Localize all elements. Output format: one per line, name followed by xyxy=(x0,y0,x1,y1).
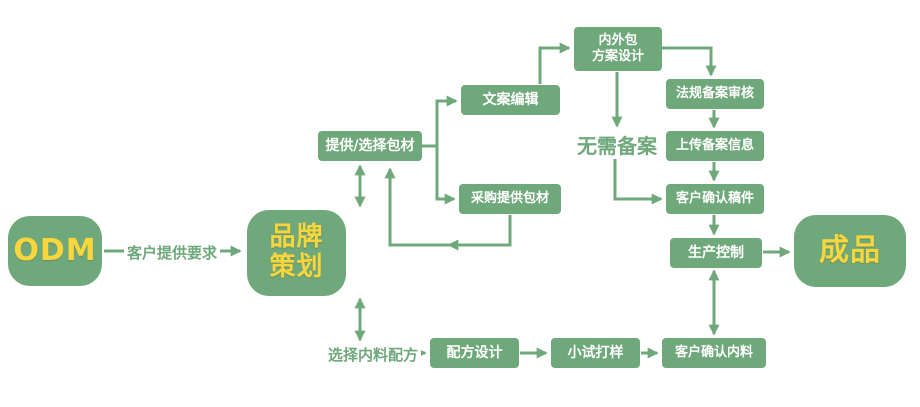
node-copywriting-label: 文案编辑 xyxy=(482,91,539,108)
label-select-formula: 选择内料配方 xyxy=(325,344,422,365)
node-packaging-design-line1: 内外包 xyxy=(598,33,638,49)
node-trial-sample-label: 小试打样 xyxy=(567,344,624,361)
node-formula-design: 配方设计 xyxy=(430,338,519,368)
connector-packaging-to-copywriting xyxy=(422,95,458,148)
node-confirm-material: 客户确认内料 xyxy=(662,338,766,368)
node-confirm-draft: 客户确认稿件 xyxy=(666,184,764,214)
node-packaging-design-line2: 方案设计 xyxy=(591,49,644,64)
connector-design-to-regulatory xyxy=(662,46,717,77)
label-customer-requirements: 客户提供要求 xyxy=(124,242,221,263)
node-packaging-design: 内外包 方案设计 xyxy=(574,27,662,71)
node-upload-filing: 上传备案信息 xyxy=(666,131,764,161)
node-regulatory-review-label: 法规备案审核 xyxy=(675,86,754,102)
node-odm: ODM xyxy=(8,216,102,286)
node-finished-product: 成品 xyxy=(794,215,906,287)
connector-packaging-to-procure xyxy=(435,146,456,205)
connector-nofiling-to-confirmdraft xyxy=(613,156,663,205)
node-finished-product-label: 成品 xyxy=(819,233,881,268)
node-confirm-draft-label: 客户确认稿件 xyxy=(675,191,754,207)
node-production-control: 生产控制 xyxy=(670,238,762,268)
connector-copywriting-to-design xyxy=(538,42,571,84)
node-odm-label: ODM xyxy=(13,233,97,268)
node-procure-packaging-label: 采购提供包材 xyxy=(470,191,549,207)
node-confirm-material-label: 客户确认内料 xyxy=(674,345,753,361)
node-upload-filing-label: 上传备案信息 xyxy=(675,138,754,154)
node-regulatory-review: 法规备案审核 xyxy=(666,79,764,109)
node-brand-planning-line2: 策划 xyxy=(269,252,324,282)
node-trial-sample: 小试打样 xyxy=(551,338,640,368)
node-copywriting: 文案编辑 xyxy=(461,85,560,115)
connector-procure-feedback-left xyxy=(447,215,512,251)
node-procure-packaging: 采购提供包材 xyxy=(459,184,561,214)
node-production-control-label: 生产控制 xyxy=(688,244,744,261)
node-brand-planning-line1: 品牌 xyxy=(269,222,324,253)
node-brand-planning: 品牌 策划 xyxy=(247,210,346,296)
node-packaging-select: 提供/选择包材 xyxy=(318,131,422,161)
node-packaging-select-label: 提供/选择包材 xyxy=(325,137,415,154)
node-formula-design-label: 配方设计 xyxy=(446,344,503,361)
label-no-filing: 无需备案 xyxy=(574,130,660,159)
connector-procure-feedback-up xyxy=(384,167,449,247)
